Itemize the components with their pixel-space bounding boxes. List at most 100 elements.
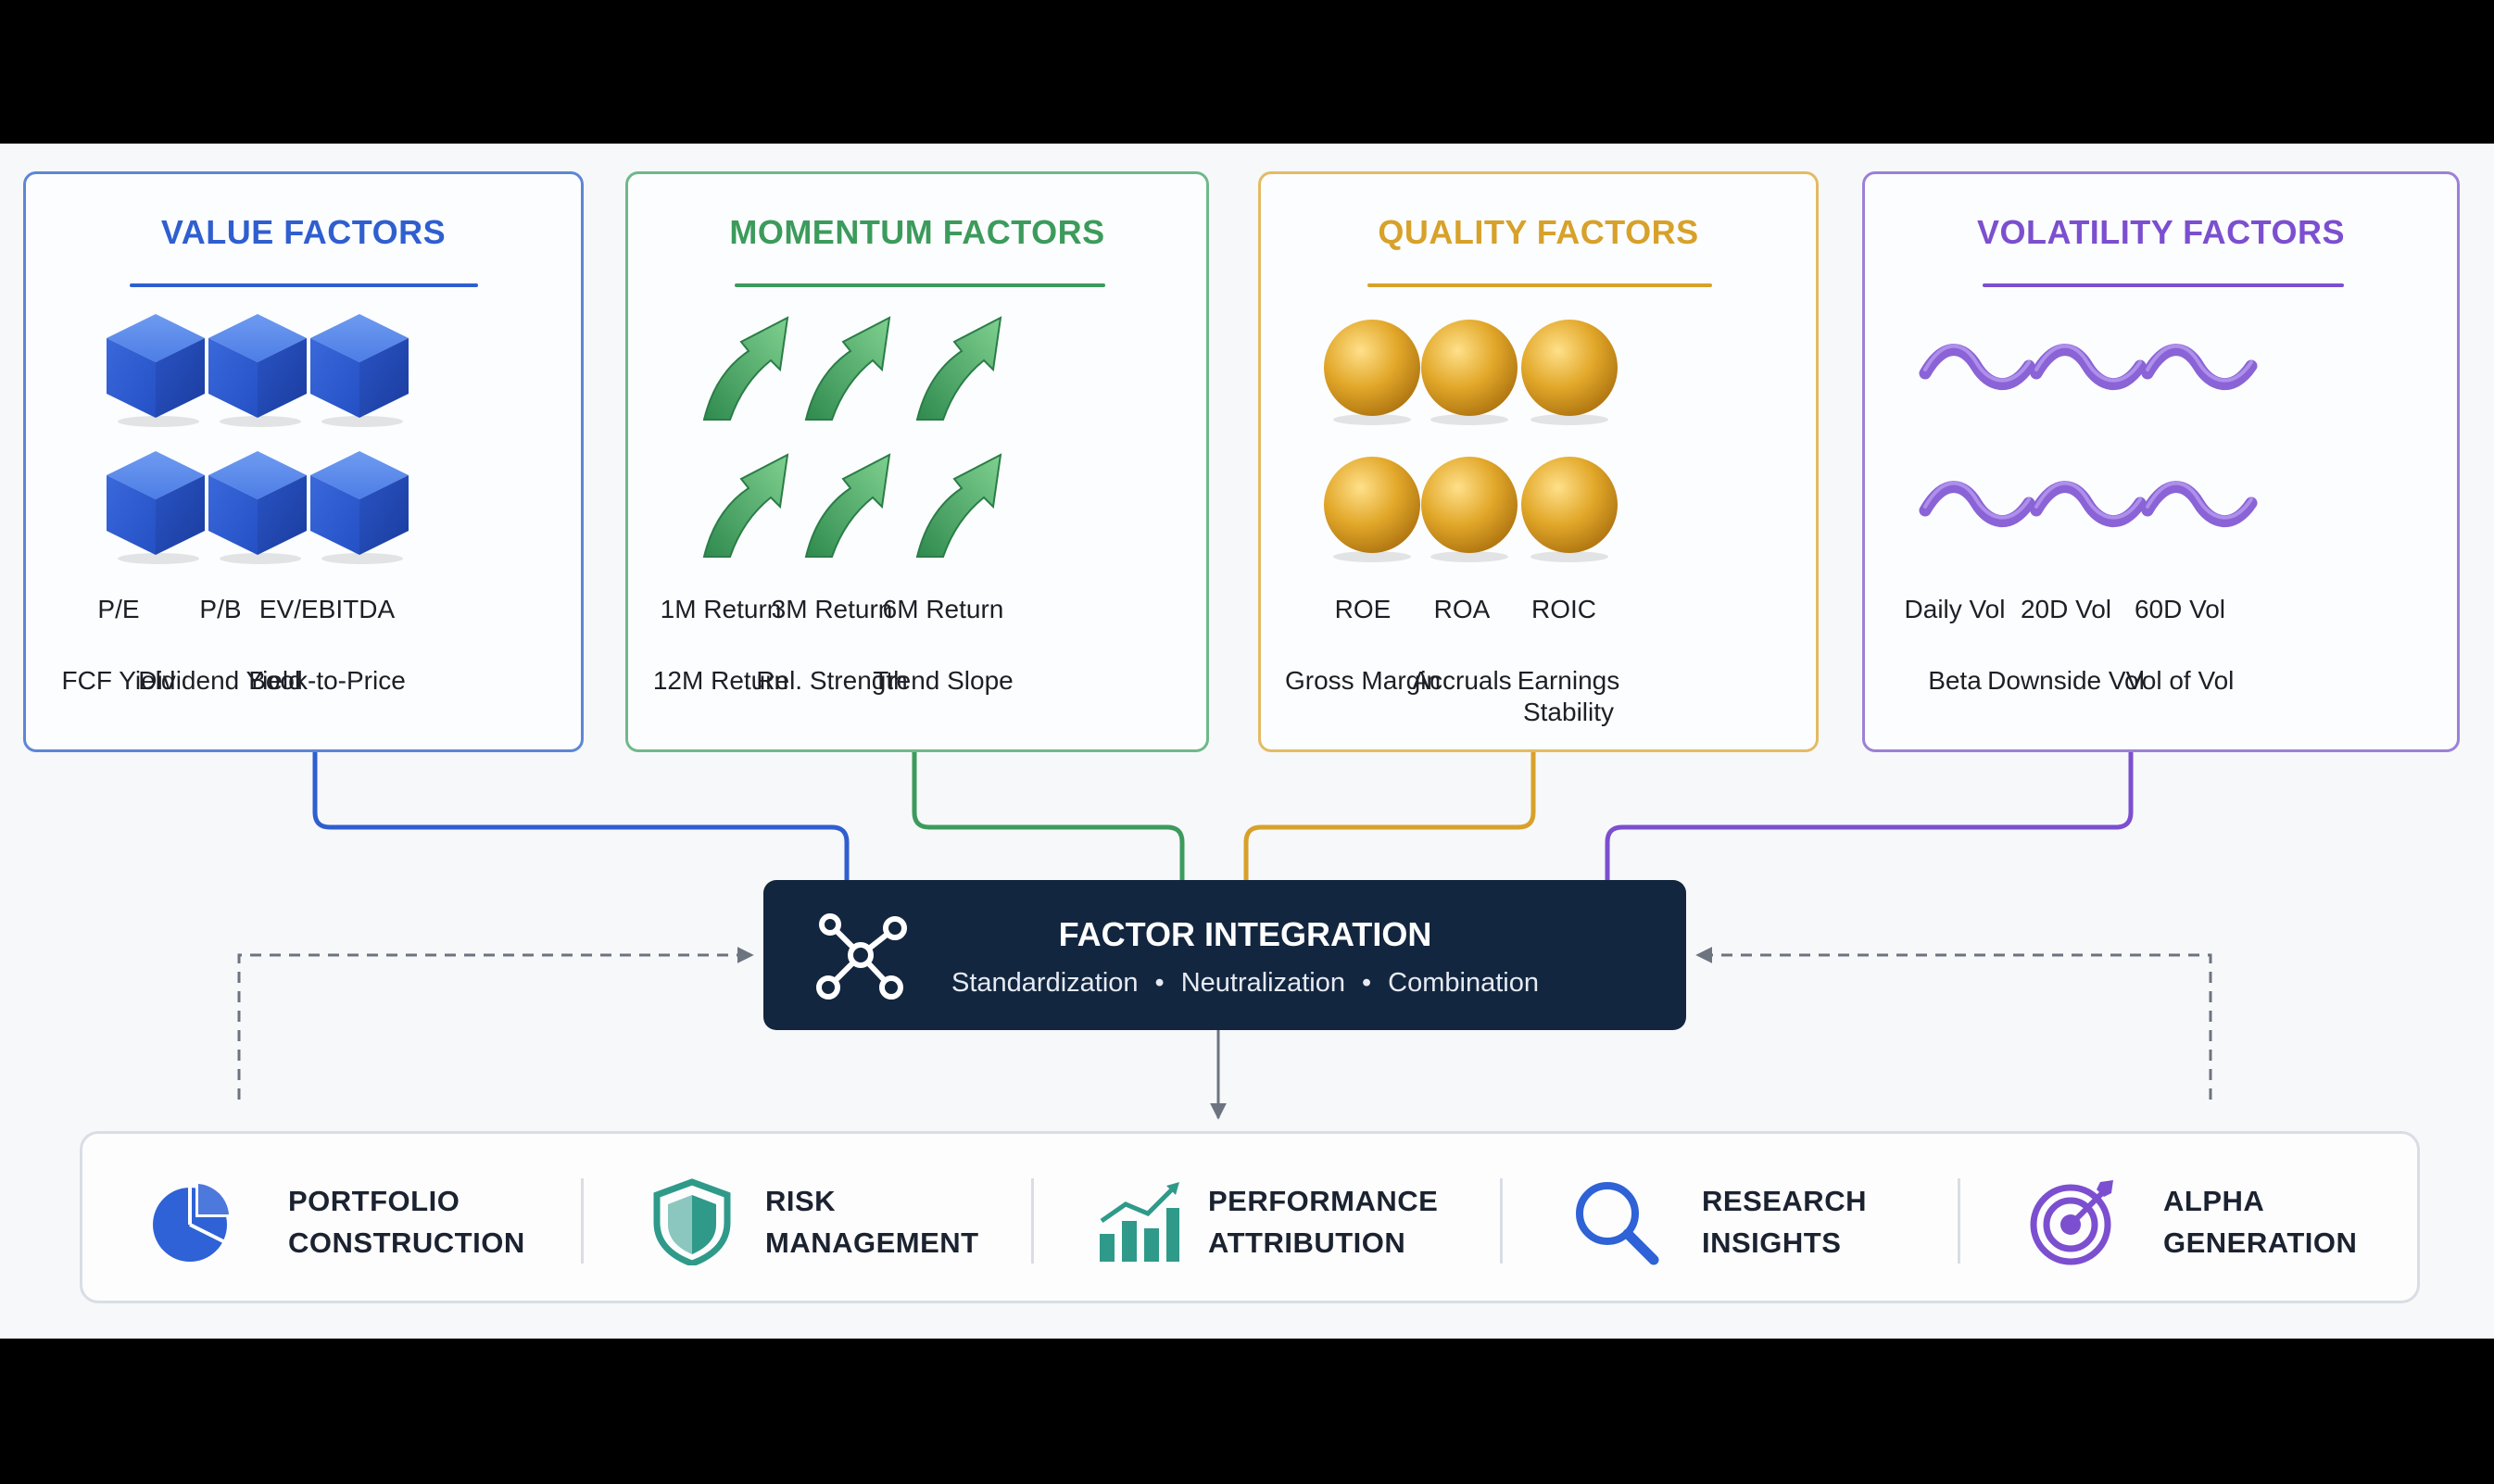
- output-label: PORTFOLIO CONSTRUCTION: [288, 1180, 525, 1264]
- factor-metric-label: FCF Yield: [61, 666, 176, 695]
- card-title: VOLATILITY FACTORS: [1976, 213, 2346, 251]
- factor-metric-label: EV/EBITDA: [258, 595, 396, 623]
- up-arrow-icon: [684, 446, 804, 566]
- value-factors-card: VALUE FACTORS: [23, 171, 584, 752]
- divider: [1958, 1178, 1960, 1264]
- factor-metric-label: Accruals: [1412, 666, 1512, 695]
- wave-icon: [2138, 308, 2259, 429]
- factor-metric-label: Rel. Strength: [756, 666, 908, 695]
- wave-icon: [1916, 446, 2036, 566]
- connectors: [237, 752, 2212, 1120]
- integration-steps: Standardization • Neutralization • Combinati…: [939, 968, 1551, 999]
- factor-metric-label: Dividend Yield: [138, 666, 303, 695]
- factor-metric-label: ROIC: [1531, 595, 1596, 623]
- title-underline: [735, 283, 1105, 287]
- quality-connector: [1243, 752, 1536, 880]
- cube-icon: [95, 446, 216, 566]
- title-underline: [130, 283, 478, 287]
- factor-metric-label: Book-to-Price: [248, 666, 406, 695]
- factor-diagram: VALUE FACTORS: [0, 144, 2494, 1339]
- output-label: RISK MANAGEMENT: [765, 1180, 979, 1264]
- sphere-icon: [1509, 308, 1630, 429]
- up-arrow-icon: [786, 446, 906, 566]
- factor-metric-label: Downside Vol: [1987, 666, 2145, 695]
- factor-metric-label: P/B: [199, 595, 242, 623]
- up-arrow-icon: [684, 308, 804, 429]
- factor-metric-label: Earnings Stability: [1517, 666, 1620, 726]
- factor-metric-label: 60D Vol: [2134, 595, 2226, 623]
- cube-icon: [299, 308, 420, 429]
- sphere-icon: [1509, 446, 1630, 566]
- factor-metric-label: 6M Return: [882, 595, 1004, 623]
- output-label-line: INSIGHTS: [1702, 1226, 1842, 1259]
- wave-icon: [2027, 446, 2148, 566]
- factor-metric-label: 20D Vol: [2020, 595, 2112, 623]
- sphere-icon: [1312, 308, 1432, 429]
- factor-metric-label: Daily Vol: [1904, 595, 2006, 623]
- output-label-line: RESEARCH: [1702, 1185, 1867, 1217]
- output-label-line: ALPHA: [2163, 1185, 2265, 1217]
- output-label-line: PERFORMANCE: [1208, 1185, 1439, 1217]
- factor-metric-label: Gross Margin: [1284, 666, 1442, 695]
- sphere-icon: [1409, 446, 1530, 566]
- divider: [1500, 1178, 1503, 1264]
- outputs-bar: PORTFOLIO CONSTRUCTION RISK MANAGEMENT PER…: [80, 1131, 2420, 1303]
- pie-chart-icon: [147, 1176, 236, 1265]
- cube-icon: [299, 446, 420, 566]
- target-icon: [2028, 1176, 2117, 1265]
- wave-icon: [2138, 446, 2259, 566]
- up-arrow-icon: [786, 308, 906, 429]
- wave-icon: [2027, 308, 2148, 429]
- output-label: PERFORMANCE ATTRIBUTION: [1208, 1180, 1438, 1264]
- output-label-line: MANAGEMENT: [765, 1226, 979, 1259]
- cube-icon: [197, 446, 318, 566]
- card-title: MOMENTUM FACTORS: [729, 213, 1105, 251]
- volatility-connector: [1605, 752, 2134, 880]
- sphere-icon: [1312, 446, 1432, 566]
- magnifier-icon: [1570, 1176, 1659, 1265]
- factor-metric-label: 3M Return: [771, 595, 893, 623]
- output-label-line: GENERATION: [2163, 1226, 2358, 1259]
- feedback-right-arrow: [1695, 947, 2212, 1100]
- up-arrow-icon: [897, 308, 1017, 429]
- factor-metric-label: ROE: [1334, 595, 1392, 623]
- factor-integration-box: FACTOR INTEGRATION Standardization • Neutr…: [763, 880, 1686, 1030]
- factor-metric-label: P/E: [97, 595, 140, 623]
- step-standardization: Standardization: [951, 968, 1139, 998]
- volatility-factors-card: VOLATILITY FACTORS Daily Vol 20D Vol 60D V…: [1862, 171, 2460, 752]
- factor-metric-label: 12M Return: [652, 666, 789, 695]
- output-label: RESEARCH INSIGHTS: [1702, 1180, 1867, 1264]
- output-label: ALPHA GENERATION: [2163, 1180, 2357, 1264]
- output-label-line: PORTFOLIO: [288, 1185, 460, 1217]
- step-combination: Combination: [1388, 968, 1539, 998]
- output-label-line: RISK: [765, 1185, 837, 1217]
- integration-title: FACTOR INTEGRATION: [1058, 915, 1432, 953]
- cube-icon: [197, 308, 318, 429]
- output-label-line: ATTRIBUTION: [1208, 1226, 1406, 1259]
- card-title: QUALITY FACTORS: [1378, 213, 1699, 251]
- separator-dot: •: [1154, 968, 1165, 998]
- feedback-left-arrow: [237, 947, 754, 1100]
- sphere-icon: [1409, 308, 1530, 429]
- divider: [581, 1178, 584, 1264]
- card-title: VALUE FACTORS: [160, 213, 447, 251]
- factor-metric-label: ROA: [1433, 595, 1491, 623]
- value-connector: [312, 752, 850, 880]
- separator-dot: •: [1362, 968, 1372, 998]
- step-neutralization: Neutralization: [1180, 968, 1346, 998]
- title-underline: [1367, 283, 1712, 287]
- momentum-connector: [912, 752, 1185, 880]
- output-label-line: CONSTRUCTION: [288, 1226, 525, 1259]
- divider: [1031, 1178, 1034, 1264]
- title-underline: [1983, 283, 2344, 287]
- factor-metric-label: Beta: [1928, 666, 1982, 695]
- factor-metric-label: Vol of Vol: [2125, 666, 2235, 695]
- wave-icon: [1916, 308, 2036, 429]
- factor-metric-label: 1M Return: [660, 595, 782, 623]
- up-arrow-icon: [897, 446, 1017, 566]
- factor-metric-label: Trend Slope: [873, 666, 1014, 695]
- network-icon: [816, 913, 907, 1000]
- shield-icon: [648, 1176, 737, 1267]
